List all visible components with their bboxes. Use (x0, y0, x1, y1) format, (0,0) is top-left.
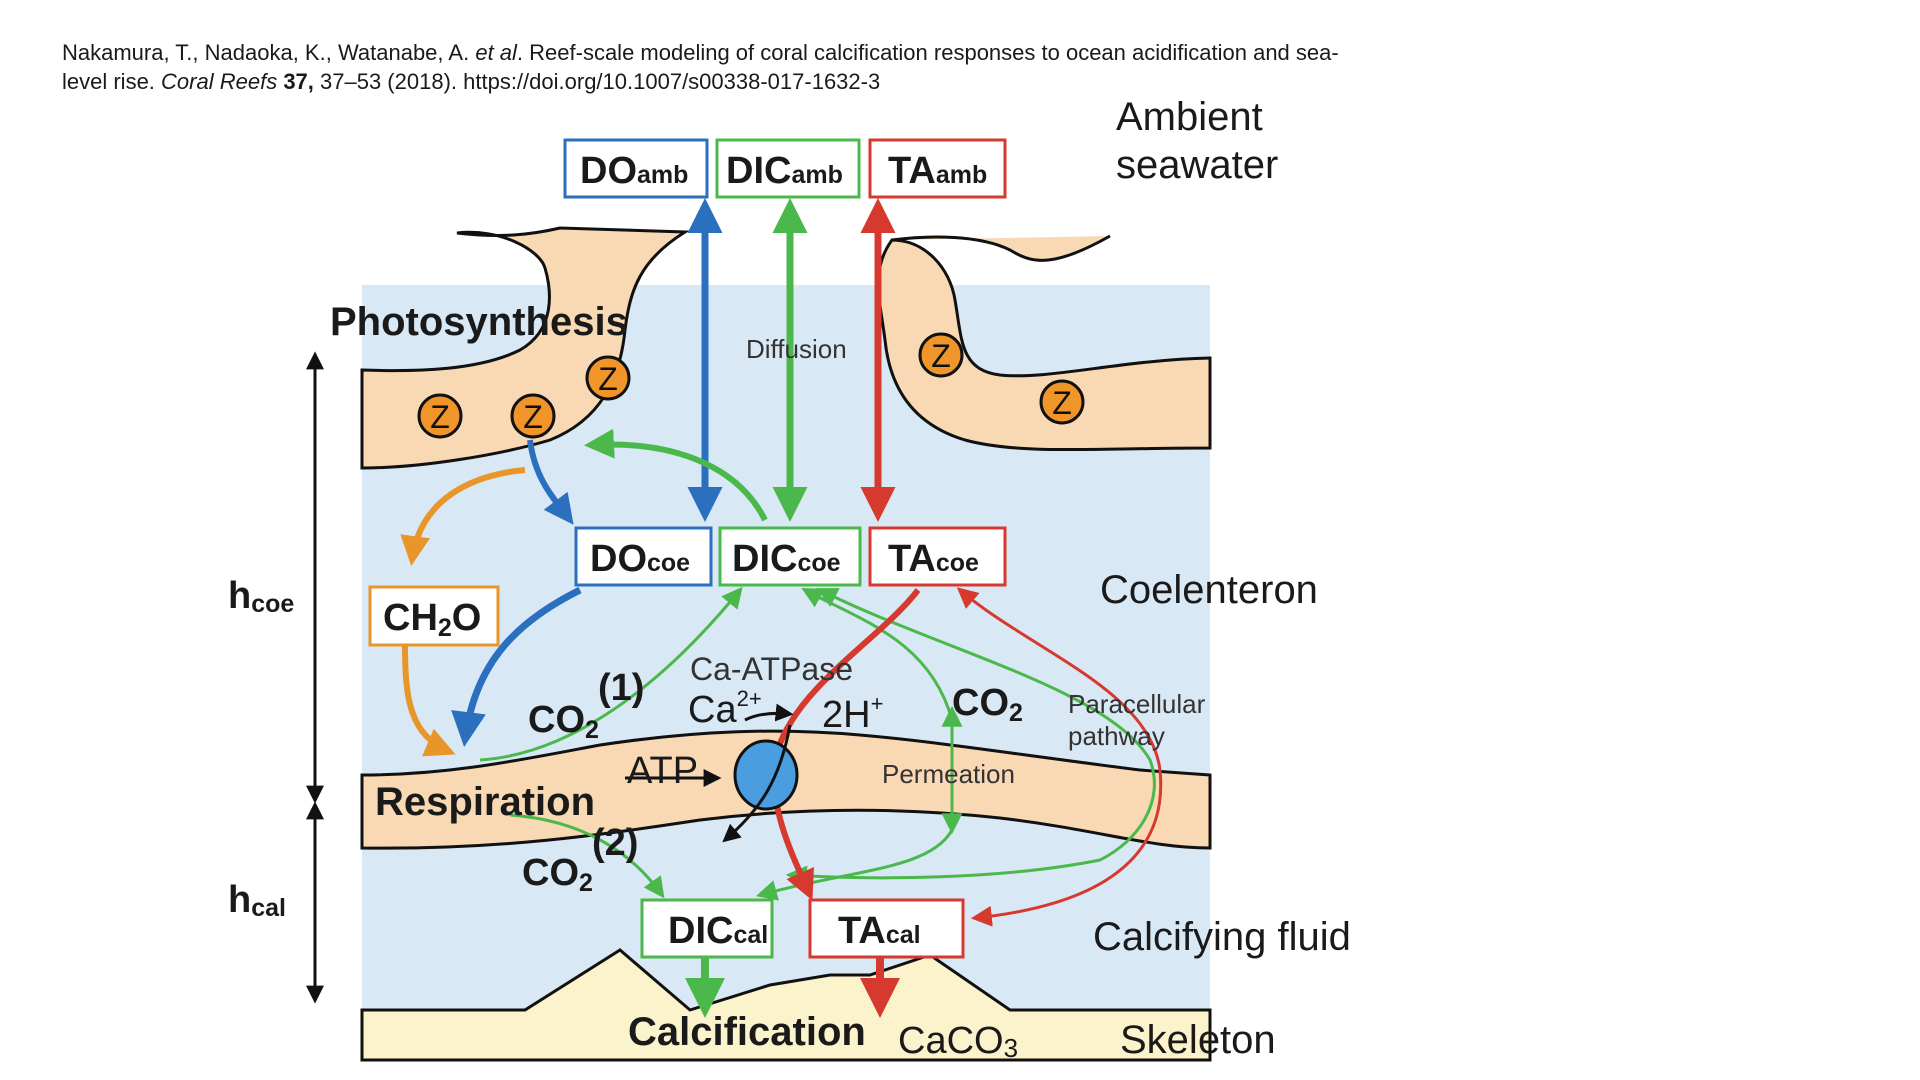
svg-text:DOamb: DOamb (580, 150, 688, 192)
svg-text:Z: Z (523, 399, 543, 435)
label-pathway: pathway (1068, 721, 1165, 751)
label-seawater: seawater (1116, 143, 1278, 187)
label-marker-2: (2) (592, 822, 638, 864)
box-ta-coe: TAcoe (868, 526, 1007, 587)
svg-text:Z: Z (931, 338, 951, 374)
label-2h: 2H+ (822, 691, 883, 736)
respiration-co2-path-2-arrow (509, 813, 665, 899)
box-ta-amb: TAamb (868, 138, 1007, 199)
box-dic-coe: DICcoe (718, 526, 862, 587)
label-paracellular: Paracellular (1068, 689, 1206, 719)
h-coe-label: hcoe (228, 575, 294, 618)
label-co2-left: CO2 (528, 699, 599, 744)
photosynthesis-ch2o-arrow (400, 467, 526, 566)
paracellular-red-arrow (956, 587, 1163, 927)
svg-text:Z: Z (430, 399, 450, 435)
label-co2-bottom: CO2 (522, 852, 593, 897)
svg-text:TAamb: TAamb (888, 150, 987, 192)
svg-text:DICamb: DICamb (726, 150, 843, 192)
box-ta-cal: TAcal (808, 898, 965, 959)
citation-title: . Reef-scale modeling of coral calcifica… (62, 40, 1339, 94)
dic-to-photosynthesis-arrow (584, 428, 768, 522)
svg-text:Z: Z (598, 361, 618, 397)
box-dic-cal: DICcal (640, 898, 774, 959)
label-ca: Ca2+ (688, 686, 762, 731)
label-respiration: Respiration (375, 780, 595, 824)
label-co2-right: CO2 (952, 682, 1023, 727)
label-ca-atpase: Ca-ATPase (690, 651, 853, 687)
do-to-respiration-arrow (451, 586, 582, 747)
photosynthesis-do-arrow (527, 439, 574, 525)
svg-text:TAcal: TAcal (838, 910, 921, 952)
zoox-icon: Z (510, 393, 556, 439)
zoox-icon: Z (417, 393, 463, 439)
h-efflux-arrow (744, 703, 794, 722)
svg-text:TAcoe: TAcoe (888, 538, 979, 580)
citation-volume: 37, (277, 69, 314, 94)
citation-journal: Coral Reefs (161, 69, 278, 94)
svg-text:DICcoe: DICcoe (732, 538, 841, 580)
label-skeleton: Skeleton (1120, 1018, 1276, 1062)
skeleton-layer (360, 948, 1212, 1062)
box-do-coe: DOcoe (574, 526, 713, 587)
box-do-amb: DOamb (563, 138, 709, 199)
label-diffusion: Diffusion (746, 334, 847, 364)
zoox-icon: Z (585, 355, 631, 401)
ca-atpase-pump (733, 739, 799, 811)
label-photosynthesis: Photosynthesis (330, 300, 628, 344)
svg-text:Z: Z (1052, 385, 1072, 421)
citation-rest: 37–53 (2018). https://doi.org/10.1007/s0… (313, 69, 881, 94)
svg-text:DOcoe: DOcoe (590, 538, 690, 580)
box-dic-amb: DICamb (715, 138, 861, 199)
citation-etal: et al (475, 40, 517, 65)
label-coelenteron: Coelenteron (1100, 568, 1318, 612)
zoox-icon: Z (918, 332, 964, 378)
respiration-co2-path-1-arrow (479, 586, 743, 762)
label-calcification: Calcification (628, 1010, 866, 1054)
label-calcifying-fluid: Calcifying fluid (1093, 915, 1351, 959)
label-atp: ATP (627, 750, 698, 792)
label-ambient: Ambient (1116, 95, 1263, 139)
label-caco3: CaCO3 (898, 1020, 1018, 1063)
zoox-icon: Z (1039, 379, 1085, 425)
citation-authors: Nakamura, T., Nadaoka, K., Watanabe, A. (62, 40, 476, 65)
box-ch2o: CH2O (368, 585, 500, 647)
label-permeation: Permeation (882, 759, 1015, 789)
h-cal-label: hcal (228, 879, 286, 922)
ch2o-to-respiration-arrow (402, 644, 456, 757)
svg-text:CH2O: CH2O (383, 597, 481, 642)
label-marker-1: (1) (598, 667, 644, 709)
svg-text:DICcal: DICcal (668, 910, 768, 952)
citation: Nakamura, T., Nadaoka, K., Watanabe, A. … (62, 38, 1362, 96)
zooxanthellae: Z Z Z Z Z (417, 332, 1085, 439)
ca-influx-arrow (722, 724, 792, 843)
